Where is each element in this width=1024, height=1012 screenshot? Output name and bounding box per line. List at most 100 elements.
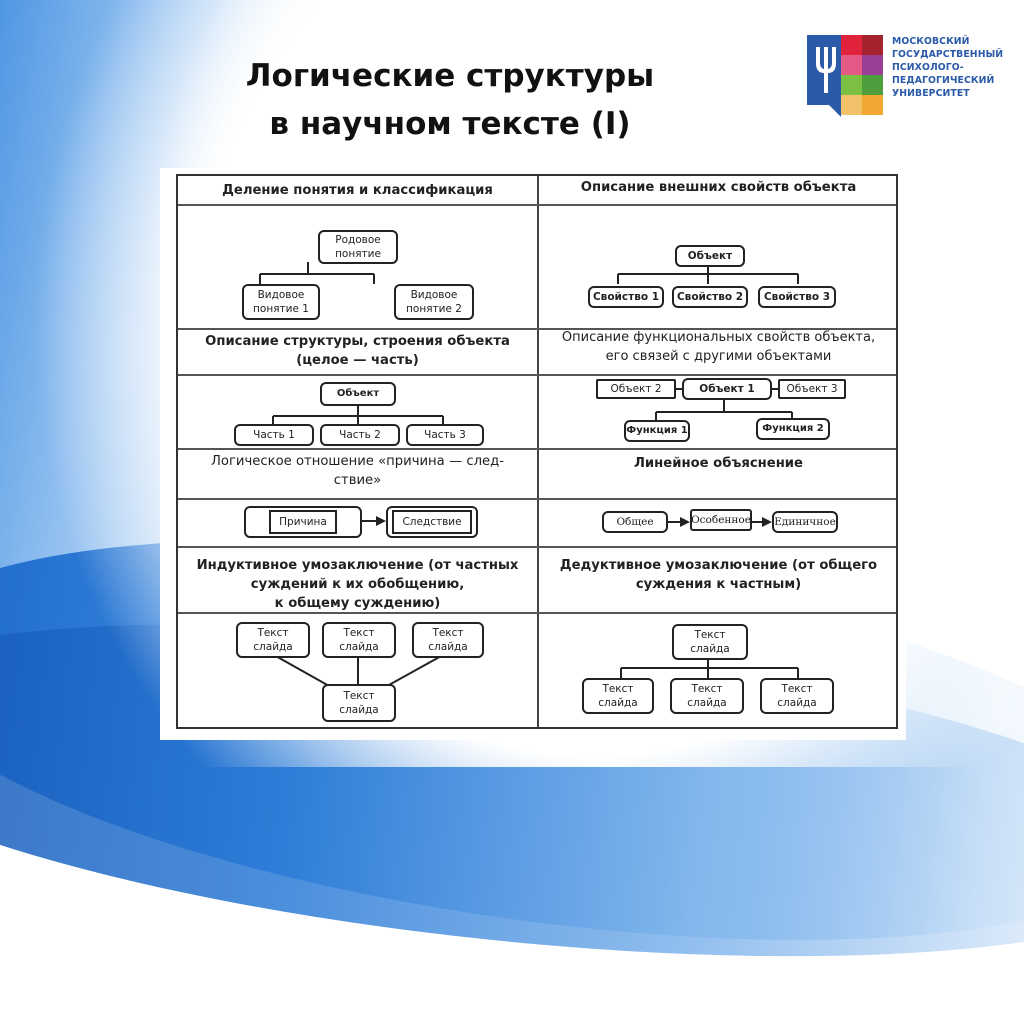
slide-text-node: Текст слайда xyxy=(236,622,310,658)
node-text: Общее xyxy=(616,516,654,528)
slide-text-node: Текст слайда xyxy=(760,678,834,714)
heading-line: Индуктивное умозаключение (от частных xyxy=(196,558,519,573)
section-heading: Деление понятия и классификация xyxy=(178,181,537,200)
heading-line: ствие» xyxy=(333,473,382,488)
row-divider xyxy=(178,328,896,330)
node-text: Текст xyxy=(343,627,375,639)
heading-line: Описание структуры, строения объекта xyxy=(205,334,510,349)
main-object-node: Объект 1 xyxy=(682,378,772,400)
part-node: Часть 2 xyxy=(320,424,400,446)
university-name-line: ГОСУДАРСТВЕННЫЙ xyxy=(892,49,1004,60)
heading-line: к общему суждению) xyxy=(274,596,441,611)
slide-text-node: Текст слайда xyxy=(322,684,396,722)
particular-node: Особенное xyxy=(690,509,752,531)
node-text: Текст xyxy=(602,683,634,695)
node-text: Часть 3 xyxy=(424,429,466,441)
connector-line xyxy=(259,262,375,284)
row-divider xyxy=(178,498,896,500)
node-text: Особенное xyxy=(691,514,751,526)
section-heading: Описание внешних свойств объекта xyxy=(539,178,898,197)
section-heading: Описание функциональных свойств объекта,… xyxy=(539,328,898,366)
slide-text-node: Текст слайда xyxy=(322,622,396,658)
node-text: Объект xyxy=(687,250,733,262)
node-text: слайда xyxy=(777,697,817,709)
node-text: Текст xyxy=(432,627,464,639)
effect-node: Следствие xyxy=(386,506,478,538)
node-text: Часть 1 xyxy=(253,429,295,441)
node-text: Единичное xyxy=(774,516,836,528)
property-node: Свойство 2 xyxy=(672,286,748,308)
node-text: Текст xyxy=(257,627,289,639)
heading-line: суждений к их обобщению, xyxy=(250,577,465,592)
university-logo: МОСКОВСКИЙ ГОСУДАРСТВЕННЫЙ ПСИХОЛОГО- ПЕ… xyxy=(807,31,1007,117)
node-text: Текст xyxy=(781,683,813,695)
university-name-line: УНИВЕРСИТЕТ xyxy=(892,88,970,99)
section-heading: Линейное объяснение xyxy=(539,454,898,473)
node-text: Объект 2 xyxy=(610,383,662,395)
node-text: Функция 2 xyxy=(762,423,824,434)
cause-node: Причина xyxy=(244,506,362,538)
column-divider xyxy=(537,176,539,727)
slide-text-node: Текст слайда xyxy=(672,624,748,660)
function-node: Функция 2 xyxy=(756,418,830,440)
heading-line: Линейное объяснение xyxy=(633,456,803,471)
node-text: Функция 1 xyxy=(626,425,688,436)
node-text: понятие 2 xyxy=(406,303,462,315)
section-heading: Описание структуры, строения объекта (це… xyxy=(178,332,537,370)
object-node: Объект xyxy=(320,382,396,406)
singular-node: Единичное xyxy=(772,511,838,533)
node-text: Родовое xyxy=(335,234,381,246)
heading-line: Описание функциональных свойств объекта, xyxy=(561,330,876,345)
row-divider xyxy=(178,204,896,206)
node-text: слайда xyxy=(339,641,379,653)
node-text: Свойство 1 xyxy=(592,291,660,303)
node-text: понятие 1 xyxy=(253,303,309,315)
related-object-node: Объект 3 xyxy=(778,379,846,399)
node-text: Объект xyxy=(336,388,380,399)
connector-line xyxy=(655,388,793,420)
node-text: Видовое xyxy=(410,289,458,301)
heading-line: Деление понятия и классификация xyxy=(222,183,493,198)
section-heading: Логическое отношение «причина — след- ст… xyxy=(178,452,537,490)
diagram-connectors xyxy=(259,260,799,692)
property-node: Свойство 3 xyxy=(758,286,836,308)
row-divider xyxy=(178,546,896,548)
node-text: Текст xyxy=(343,690,375,702)
slide-text-node: Текст слайда xyxy=(670,678,744,714)
logic-structures-table: Деление понятия и классификация Описание… xyxy=(176,174,898,729)
part-node: Часть 3 xyxy=(406,424,484,446)
heading-line: Дедуктивное умозаключение (от общего xyxy=(559,558,878,573)
node-text: Следствие xyxy=(392,510,472,534)
node-text: слайда xyxy=(428,641,468,653)
function-node: Функция 1 xyxy=(624,420,690,442)
slide-text-node: Текст слайда xyxy=(582,678,654,714)
property-node: Свойство 1 xyxy=(588,286,664,308)
node-text: Текст xyxy=(691,683,723,695)
slide-title-line: Логические структуры xyxy=(245,58,655,94)
scanned-figure: Деление понятия и классификация Описание… xyxy=(160,168,906,740)
slide-text-node: Текст слайда xyxy=(412,622,484,658)
generic-concept-node: Родовое понятие xyxy=(318,230,398,264)
row-divider xyxy=(178,612,896,614)
node-text: Текст xyxy=(694,629,726,641)
heading-line: Логическое отношение «причина — след- xyxy=(210,454,505,469)
row-divider xyxy=(178,374,896,376)
node-text: Свойство 2 xyxy=(676,291,744,303)
part-node: Часть 1 xyxy=(234,424,314,446)
connector-line xyxy=(620,658,799,678)
heading-line: его связей с другими объектами xyxy=(605,349,832,364)
node-text: слайда xyxy=(598,697,638,709)
section-heading: Дедуктивное умозаключение (от общего суж… xyxy=(539,556,898,594)
connector-line xyxy=(617,260,799,284)
node-text: слайда xyxy=(690,643,730,655)
university-name: МОСКОВСКИЙ ГОСУДАРСТВЕННЫЙ ПСИХОЛОГО- ПЕ… xyxy=(892,35,1003,100)
node-text: Причина xyxy=(269,510,337,534)
arrow-head-icon xyxy=(762,517,772,527)
row-divider xyxy=(178,448,896,450)
object-node: Объект xyxy=(675,245,745,267)
connector-line xyxy=(272,406,444,424)
slide-title: Логические структуры в научном тексте (I… xyxy=(200,52,700,148)
university-name-line: МОСКОВСКИЙ xyxy=(892,36,970,47)
node-text: Видовое xyxy=(257,289,305,301)
node-text: Объект 1 xyxy=(699,383,755,395)
